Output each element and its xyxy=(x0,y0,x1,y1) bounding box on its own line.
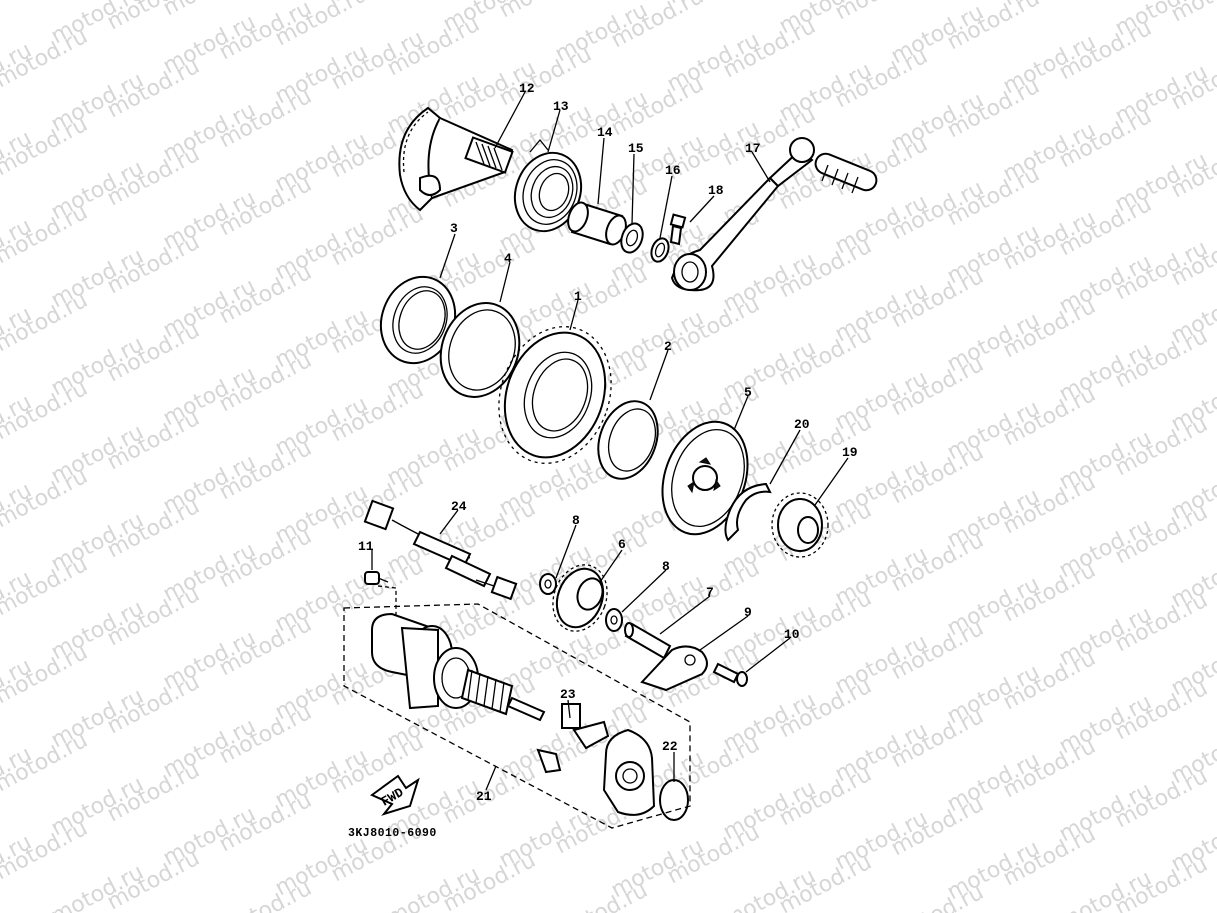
watermark-text: motod.ru xyxy=(551,878,652,913)
callout-4: 4 xyxy=(504,251,512,266)
part-woodruff-clip-20 xyxy=(724,482,772,542)
callout-18: 18 xyxy=(708,183,724,198)
callout-3: 3 xyxy=(450,221,458,236)
leader-lines xyxy=(371,91,849,791)
part-washer-8-upper xyxy=(539,573,557,595)
callout-11: 11 xyxy=(358,539,374,554)
part-screw-10 xyxy=(712,662,748,687)
callout-14: 14 xyxy=(597,125,613,140)
part-plate-9 xyxy=(640,645,708,692)
callout-6: 6 xyxy=(618,537,626,552)
part-code: 3KJ8010-6090 xyxy=(348,827,437,840)
part-kick-crank xyxy=(670,137,878,292)
part-collar xyxy=(567,201,627,246)
callout-2: 2 xyxy=(664,339,672,354)
part-oil-seal-3 xyxy=(379,275,457,365)
callout-20: 20 xyxy=(794,417,810,432)
callout-21: 21 xyxy=(476,789,492,804)
callout-22: 22 xyxy=(662,739,678,754)
callout-16: 16 xyxy=(665,163,681,178)
part-washer-8-lower xyxy=(605,608,623,632)
fwd-arrow-icon xyxy=(370,774,420,816)
part-idler-gear-6 xyxy=(552,564,608,632)
callout-5: 5 xyxy=(744,385,752,400)
watermark-text: motod.ru xyxy=(887,880,988,913)
callout-13: 13 xyxy=(553,99,569,114)
callout-12: 12 xyxy=(519,81,535,96)
part-bolt-18 xyxy=(669,213,687,246)
callout-23: 23 xyxy=(560,687,576,702)
callout-labels: 12 13 14 15 16 18 17 3 4 1 2 5 20 19 24 … xyxy=(358,81,858,804)
part-drive-gear-19 xyxy=(771,492,829,558)
part-screw-11 xyxy=(364,571,389,585)
part-kick-gear-shaft xyxy=(398,106,514,212)
callout-24: 24 xyxy=(451,499,467,514)
part-plate-4 xyxy=(439,302,521,398)
callout-8a: 8 xyxy=(572,513,580,528)
callout-7: 7 xyxy=(706,585,714,600)
callout-1: 1 xyxy=(574,289,582,304)
assembly-boundary xyxy=(343,603,691,829)
part-lead-wire-24 xyxy=(363,499,518,601)
callout-17: 17 xyxy=(745,141,761,156)
part-washer-15 xyxy=(620,222,644,254)
callout-9: 9 xyxy=(744,605,752,620)
callout-10: 10 xyxy=(784,627,800,642)
callout-15: 15 xyxy=(628,141,644,156)
part-starter-motor-assy xyxy=(371,585,689,821)
part-one-way-clutch xyxy=(597,400,659,480)
callout-8b: 8 xyxy=(662,559,670,574)
part-circlip-16 xyxy=(650,237,670,263)
callout-19: 19 xyxy=(842,445,858,460)
part-torsion-spring xyxy=(513,138,583,233)
part-starter-wheel-gear xyxy=(498,326,612,464)
watermark-text: motod.ru xyxy=(0,0,92,5)
watermark-text: motod.ru xyxy=(215,876,316,913)
parts-layer xyxy=(343,106,878,829)
